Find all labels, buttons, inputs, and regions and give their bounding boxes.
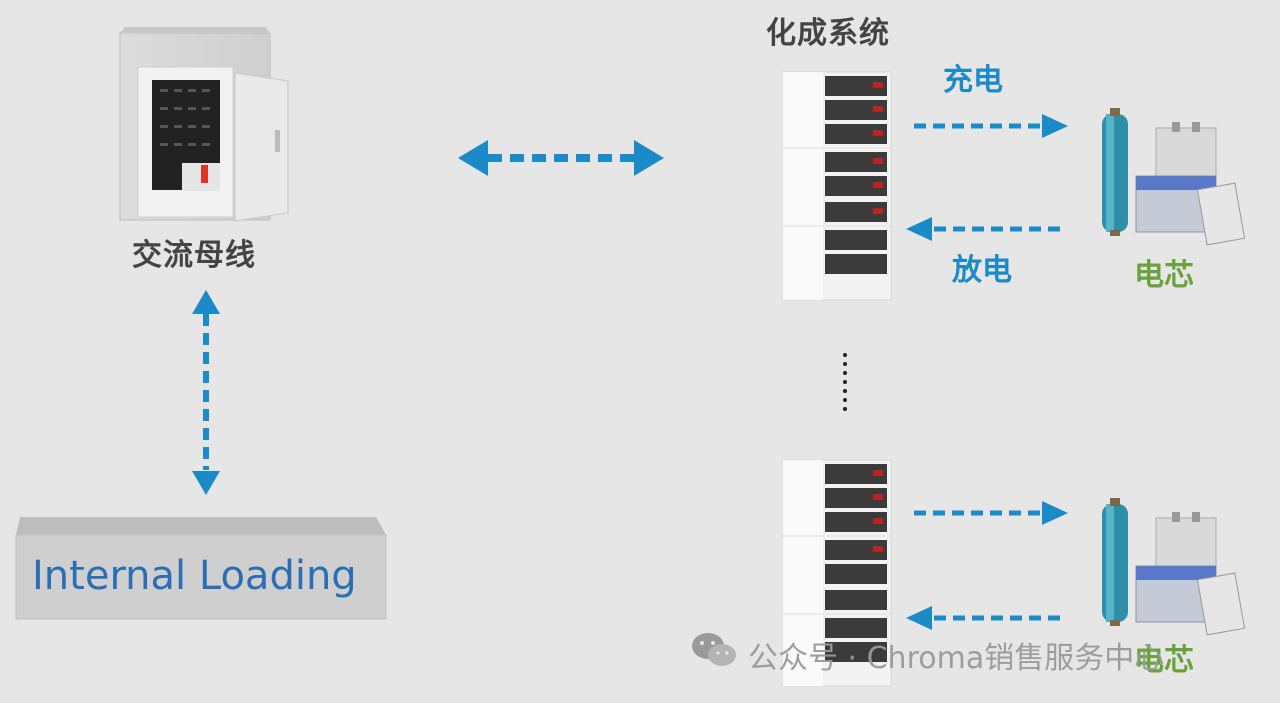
ac-bus-label: 交流母线	[132, 238, 256, 273]
discharge-arrow-top	[906, 217, 1062, 241]
wechat-icon	[692, 633, 736, 666]
discharge-label: 放电	[952, 253, 1012, 288]
ac-bus-cabinet-icon	[119, 27, 289, 222]
cell-label-bottom: 电芯	[1134, 643, 1194, 678]
formation-rack-top-icon	[782, 71, 892, 301]
battery-cells-bottom-icon	[1102, 498, 1246, 636]
internal-loading-label: Internal Loading	[32, 553, 357, 599]
charge-label: 充电	[943, 63, 1003, 98]
charge-arrow-bottom	[914, 501, 1068, 525]
horizontal-double-arrow	[458, 140, 664, 176]
vertical-double-arrow	[192, 290, 220, 495]
formation-rack-bottom-icon	[782, 459, 892, 687]
formation-system-label: 化成系统	[766, 16, 890, 51]
watermark-text: 公众号 · Chroma销售服务中心	[748, 641, 1165, 676]
discharge-arrow-bottom	[906, 606, 1062, 630]
cell-label-top: 电芯	[1134, 258, 1194, 293]
vertical-ellipsis	[843, 353, 847, 411]
internal-loading-box	[15, 517, 387, 620]
charge-arrow-top	[914, 114, 1068, 138]
battery-cells-top-icon	[1102, 108, 1246, 246]
